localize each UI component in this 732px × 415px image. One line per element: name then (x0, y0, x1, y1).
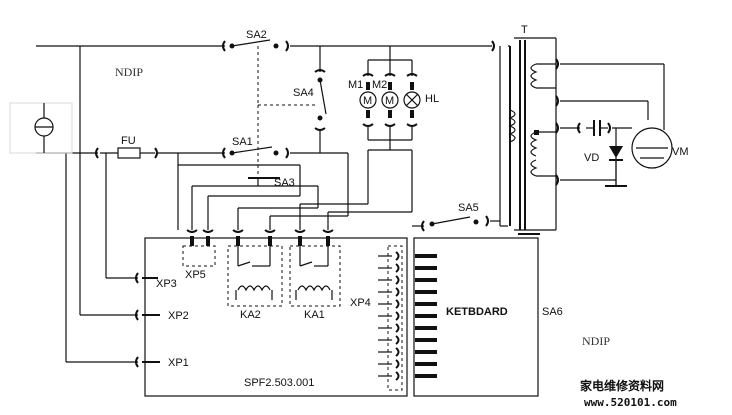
watermark: 家电维修资料网 www.520101.com (580, 378, 677, 409)
sa1-label: SA1 (232, 136, 253, 148)
connector-xp4: XP4 (350, 245, 403, 391)
sa5-label: SA5 (458, 202, 479, 214)
switch-sa4: SA4 (293, 46, 327, 148)
hl-label: HL (425, 93, 439, 105)
connector-xp3: XP3 (135, 272, 177, 290)
m2-glyph: M (385, 95, 394, 107)
xp3-label: XP3 (156, 278, 177, 290)
sa4-label: SA4 (293, 87, 314, 99)
xp4-label: XP4 (350, 297, 371, 309)
keyboard-board: KETBDARD SA6 (413, 237, 563, 397)
switch-sa1: SA1 (222, 136, 289, 159)
m1-label: M1 (348, 79, 363, 91)
connector-xp2: XP2 (135, 309, 189, 322)
switch-sa3: SA3 (178, 164, 319, 230)
transformer-t: T (499, 24, 559, 235)
fuse-fu: FU (95, 135, 158, 159)
board-label: SPF2.503.001 (244, 377, 314, 389)
m2-label: M2 (372, 79, 387, 91)
mechanical-link (257, 46, 318, 178)
mains-wiring (36, 45, 225, 363)
watermark-url: www.520101.com (584, 396, 677, 409)
board-top-connectors (186, 229, 334, 246)
t-label: T (521, 24, 528, 36)
sa3-label: SA3 (274, 177, 295, 189)
ka1-label: KA1 (304, 309, 325, 321)
ndip-label-top: NDIP (115, 65, 143, 79)
sa6-label: SA6 (542, 306, 563, 318)
tube-vm: VD VM (560, 63, 689, 187)
keyboard-label: KETBDARD (446, 306, 508, 318)
relay-ka1: KA1 (289, 245, 341, 321)
xp2-label: XP2 (168, 310, 189, 322)
connector-xp1: XP1 (135, 356, 189, 369)
sa2-label: SA2 (246, 29, 267, 41)
xp5-label: XP5 (185, 269, 206, 281)
ka2-label: KA2 (240, 309, 261, 321)
load-group: M M M1 M2 HL (299, 46, 439, 230)
switch-sa5: SA5 (412, 202, 500, 232)
ndip-label-bottom: NDIP (582, 334, 610, 348)
main-board: SPF2.503.001 (144, 237, 408, 397)
connector-xp5: XP5 (182, 245, 216, 281)
fu-label: FU (121, 135, 136, 147)
xp1-label: XP1 (168, 357, 189, 369)
watermark-cn: 家电维修资料网 (580, 378, 664, 393)
vd-label: VD (584, 152, 599, 164)
vm-label: VM (672, 146, 689, 158)
m1-glyph: M (363, 95, 372, 107)
switch-sa2: SA2 (222, 29, 289, 52)
relay-ka2: KA2 (227, 245, 283, 321)
power-plug-icon (9, 102, 73, 154)
